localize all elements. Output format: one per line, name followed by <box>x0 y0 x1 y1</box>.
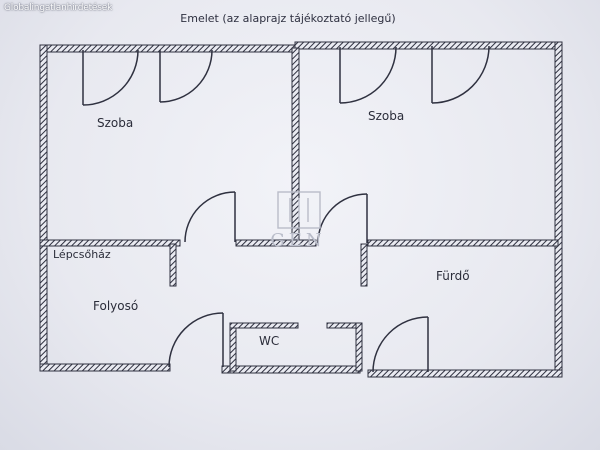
door-1 <box>82 49 139 106</box>
wall-top-left <box>39 44 296 53</box>
wall-stub-left <box>169 243 177 287</box>
center-logo-mark <box>277 191 321 229</box>
door-5 <box>184 191 236 243</box>
door-7 <box>168 312 224 368</box>
site-watermark: Globalingatlanhirdetések <box>4 3 113 13</box>
wall-wc-left <box>229 322 237 372</box>
wall-wc-right <box>355 322 363 372</box>
room-label-szoba-left: Szoba <box>97 116 134 130</box>
room-label-folyoso: Folyosó <box>93 299 139 313</box>
room-label-wc: WC <box>259 334 280 348</box>
door-6 <box>317 193 368 244</box>
room-label-szoba-right: Szoba <box>368 109 405 123</box>
wall-left <box>39 44 48 371</box>
door-4 <box>431 45 490 104</box>
wall-wc-top-left <box>229 322 299 329</box>
plan-title: Emelet (az alaprajz tájékoztató jellegű) <box>180 12 396 25</box>
wall-bottom-4 <box>367 369 563 378</box>
door-3 <box>339 46 397 104</box>
wall-divider-2 <box>235 239 317 247</box>
wall-stub-right <box>360 243 368 287</box>
wall-top-right <box>294 41 559 50</box>
room-label-furdo: Fürdő <box>436 269 470 283</box>
wall-divider-1 <box>39 239 181 247</box>
walls <box>39 41 563 378</box>
wall-middle <box>291 47 300 246</box>
door-8 <box>372 316 429 373</box>
wall-divider-3 <box>367 239 559 247</box>
door-2 <box>159 49 213 103</box>
wall-bottom-3 <box>229 365 361 374</box>
wall-right <box>554 41 563 378</box>
wall-bottom-1 <box>39 363 171 372</box>
doors <box>82 45 490 373</box>
center-watermark: GEN <box>270 230 325 251</box>
room-label-lepcsohaz: Lépcsőház <box>53 248 111 261</box>
